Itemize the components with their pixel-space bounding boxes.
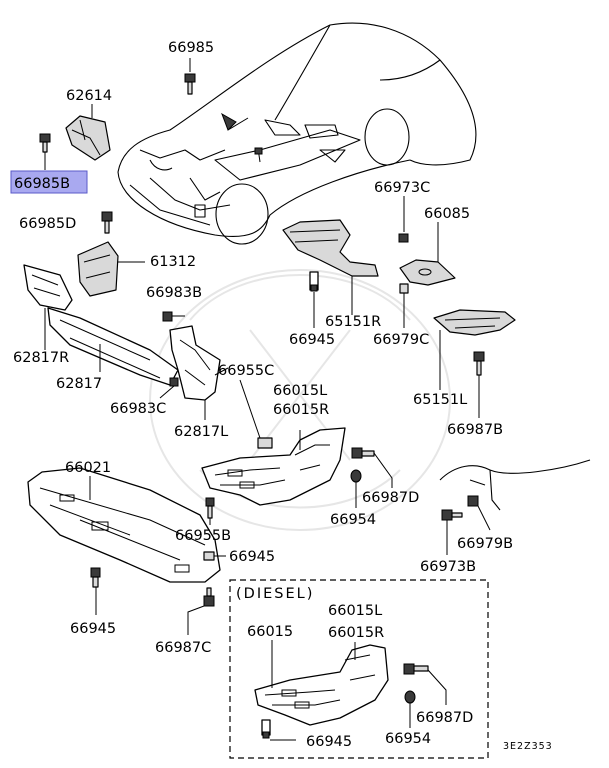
clip-66955C: [239, 379, 273, 449]
label-66985D: 66985D: [19, 216, 76, 232]
label-diesel: (DIESEL): [236, 586, 314, 602]
bolt-66985: [184, 58, 196, 95]
bracket-62614: [65, 104, 111, 161]
plate-66085: [399, 222, 456, 286]
label-62817: 62817: [56, 376, 102, 392]
label-66015R2: 66015R: [328, 625, 384, 641]
wheel-arch: [439, 459, 591, 511]
bracket-61312: [77, 241, 145, 297]
label-66085: 66085: [424, 206, 470, 222]
label-62614: 62614: [66, 88, 112, 104]
clip-66945a: [309, 271, 319, 328]
label-62817L: 62817L: [174, 424, 228, 440]
diagram-reference-code: 3E2Z353: [503, 741, 553, 752]
label-66015L: 66015L: [273, 383, 327, 399]
label-66945d: 66945: [306, 734, 352, 750]
bolt-66973B: [441, 509, 463, 555]
label-66973C: 66973C: [374, 180, 430, 196]
label-66985B: 66985B: [14, 176, 70, 192]
watermark: [149, 269, 451, 531]
bolt-66987C: [187, 587, 215, 635]
bolt-66985B: [39, 133, 51, 170]
label-66945b: 66945: [229, 549, 275, 565]
label-66955B: 66955B: [175, 528, 231, 544]
clip-66945b: [203, 551, 226, 561]
bolt-66985D: [101, 211, 113, 234]
diesel-under-cover-66015: [254, 640, 389, 726]
bolt-66983B: [162, 311, 185, 322]
side-piece-62817R: [23, 264, 73, 350]
bolt-66983C: [159, 377, 179, 399]
label-66987C: 66987C: [155, 640, 211, 656]
splash-65151R: [282, 219, 379, 315]
label-61312: 61312: [150, 254, 196, 270]
label-66979B: 66979B: [457, 536, 513, 552]
label-66987Da: 66987D: [362, 490, 419, 506]
grommet-66954b: [404, 690, 416, 728]
grommet-66954a: [350, 469, 362, 508]
car-body-outline: [117, 22, 477, 245]
front-under-cover-66021: [27, 467, 221, 583]
label-62817R: 62817R: [13, 350, 69, 366]
label-66955C: 66955C: [218, 363, 274, 379]
label-66945c: 66945: [70, 621, 116, 637]
label-66021: 66021: [65, 460, 111, 476]
label-66987Db: 66987D: [416, 710, 473, 726]
bolt-66987Da: [351, 447, 393, 488]
bolt-66973C: [398, 196, 409, 243]
label-66015L2: 66015L: [328, 603, 382, 619]
label-66945a: 66945: [289, 332, 335, 348]
lower-bar-62817: [47, 307, 179, 386]
label-66015R: 66015R: [273, 402, 329, 418]
label-66979C: 66979C: [373, 332, 429, 348]
label-66954a: 66954: [330, 512, 376, 528]
label-66985: 66985: [168, 40, 214, 56]
bolt-66987B: [473, 351, 485, 418]
label-65151L: 65151L: [413, 392, 467, 408]
label-66983B: 66983B: [146, 285, 202, 301]
corner-piece-62817L: [169, 325, 229, 420]
label-65151R: 65151R: [325, 314, 381, 330]
label-66954b: 66954: [385, 731, 431, 747]
label-66973B: 66973B: [420, 559, 476, 575]
clip-66945c: [90, 567, 101, 615]
highlight-66985B: [10, 170, 88, 194]
diesel-box: [229, 579, 489, 759]
label-66987B: 66987B: [447, 422, 503, 438]
nut-66979C: [399, 283, 409, 328]
nut-66979B: [467, 495, 491, 531]
under-cover-66015: [201, 427, 346, 506]
clip-66945d: [261, 719, 296, 741]
label-66015: 66015: [247, 624, 293, 640]
clip-66955B: [205, 497, 215, 525]
splash-65151L: [433, 309, 516, 390]
part-labels: 66985 62614 66985B 66985D 61312 66983B 6…: [13, 40, 553, 752]
label-66983C: 66983C: [110, 401, 166, 417]
bolt-66987Db: [403, 663, 447, 705]
